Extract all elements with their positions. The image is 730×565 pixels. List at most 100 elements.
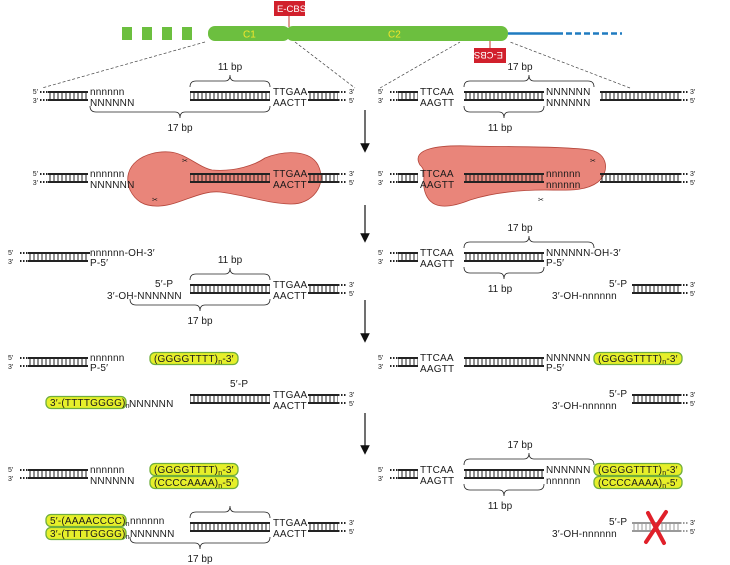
oh3-upper-n-seq: 3′-OH-NNNNNN (107, 291, 182, 302)
scissors-icon: ✂ (152, 197, 158, 204)
aactt-seq: AACTT (273, 180, 307, 191)
label-11bp: 11 bp (488, 123, 513, 134)
telomere-repeat-t-label: 3′-(TTTTGGGG)n (50, 398, 130, 410)
dna-duplex (308, 91, 338, 101)
bracket-17bp (129, 536, 271, 550)
lower-n-seq: nnnnnn (90, 353, 125, 364)
dna-duplex (48, 173, 88, 183)
dna-duplex (398, 357, 418, 367)
scissors-icon: ✂ (538, 197, 544, 204)
strand-end-label: 3′ (33, 180, 39, 187)
strand-end-label: 5′ (349, 529, 355, 536)
oh3-lower-n-seq: 3′-OH-nnnnnn (552, 529, 617, 540)
dna-end-stub (338, 284, 346, 294)
telomere-repeat-t-label: 3′-(TTTTGGGG)n (50, 529, 130, 541)
p5-label: P-5′ (546, 363, 564, 374)
scissors-icon: ✂ (590, 158, 596, 165)
telomere-repeat-g-label: (GGGGTTTT)n-3′ (154, 465, 234, 477)
label-17bp: 17 bp (507, 62, 532, 73)
strand-end-label: 5′ (378, 467, 384, 474)
strand-end-label: 5′ (690, 529, 696, 536)
upper-n-seq: NNNNNN (546, 353, 591, 364)
strand-end-label: 3′ (378, 364, 384, 371)
dna-duplex (398, 469, 418, 479)
dna-end-stub (680, 522, 688, 532)
p5-label: P-5′ (546, 258, 564, 269)
strand-end-label: 5′ (690, 98, 696, 105)
dna-duplex (464, 173, 544, 183)
dna-end-stub (20, 252, 28, 262)
label-11bp: 11 bp (488, 284, 513, 295)
telomere-repeat-c-label: (CCCCAAAA)n-5′ (154, 478, 234, 490)
strand-end-label: 3′ (690, 282, 696, 289)
scissors-icon: ✂ (182, 158, 188, 165)
ttgaa-seq: TTGAA (273, 390, 307, 401)
ttcaa-seq: TTCAA (420, 353, 454, 364)
dna-duplex (308, 522, 338, 532)
strand-end-label: 5′ (349, 401, 355, 408)
dna-duplex (464, 357, 544, 367)
strand-end-label: 3′ (378, 259, 384, 266)
upper-n-seq: NNNNNN (546, 87, 591, 98)
dna-end-stub (40, 91, 48, 101)
strand-end-label: 5′ (349, 291, 355, 298)
aactt-seq: AACTT (273, 291, 307, 302)
e-cbs-site-upper-label: E-CBS (277, 4, 306, 15)
dna-end-stub (390, 357, 398, 367)
dna-duplex (398, 173, 418, 183)
p5-label: P-5′ (90, 258, 108, 269)
aactt-seq: AACTT (273, 98, 307, 109)
dna-duplex (308, 394, 338, 404)
label-17bp: 17 bp (187, 316, 212, 327)
bracket-11bp (463, 266, 545, 280)
p5-left-label: 5′-P (609, 517, 627, 528)
strand-end-label: 3′ (8, 364, 14, 371)
dna-duplex-11bp (190, 91, 270, 101)
aagtt-seq: AAGTT (420, 259, 454, 270)
exon-block-1 (122, 27, 132, 40)
bracket-11bp-upper (189, 505, 271, 519)
dna-end-stub (680, 284, 688, 294)
e-cbs-site-lower (474, 48, 506, 63)
dna-end-stub (680, 394, 688, 404)
strand-end-label: 3′ (349, 520, 355, 527)
zoom-lines (41, 41, 631, 89)
telomere-repeat-g-label: (GGGGTTTT)n-3′ (598, 465, 678, 477)
strand-end-label: 3′ (8, 259, 14, 266)
strand-end-label: 3′ (378, 476, 384, 483)
ttcaa-seq: TTCAA (420, 87, 454, 98)
dna-end-stub (390, 91, 398, 101)
label-11bp: 11 bp (218, 62, 243, 73)
telomere-repeat-c: (CCCCAAAA)n-5′ (593, 475, 683, 490)
dna-duplex (464, 469, 544, 479)
dna-duplex (190, 522, 270, 532)
gene-map: C1 C2 E-CBS E-CBS (122, 1, 622, 63)
aagtt-seq: AAGTT (420, 364, 454, 375)
bracket-11bp (463, 105, 545, 119)
telomere-repeat-g: (GGGGTTTT)n-3′ (149, 351, 239, 366)
upper-n-seq: NNNNNN (90, 180, 135, 191)
bracket-11bp (189, 267, 271, 281)
degradation-cross-icon (644, 510, 668, 545)
ttcaa-seq: TTCAA (420, 248, 454, 259)
lower-n-seq: nnnnnn (90, 465, 125, 476)
strand-end-label: 5′ (378, 171, 384, 178)
exon-c1 (208, 26, 290, 41)
ttcaa-seq: TTCAA (420, 169, 454, 180)
telomere-repeat-g-label: (GGGGTTTT)n-3′ (598, 354, 678, 366)
strand-end-label: 5′ (378, 355, 384, 362)
exon-c2 (286, 26, 508, 41)
telomere-repeat-g: (GGGGTTTT)n-3′ (593, 351, 683, 366)
label-17bp: 17 bp (187, 554, 212, 565)
strand-end-label: 5′ (33, 171, 39, 178)
bracket-17bp (89, 105, 271, 119)
dna-duplex (190, 394, 270, 404)
strand-end-label: 5′ (349, 180, 355, 187)
telomere-repeat-a: 5′-(AAAACCCC)n (45, 513, 129, 528)
dna-duplex (632, 284, 680, 294)
exon-c1-label: C1 (243, 30, 256, 41)
bracket-17bp (463, 74, 595, 88)
lower-n-seq: nnnnnn (546, 169, 581, 180)
label-11bp: 11 bp (218, 255, 243, 266)
upper-n-seq: NNNNNN (130, 529, 175, 540)
